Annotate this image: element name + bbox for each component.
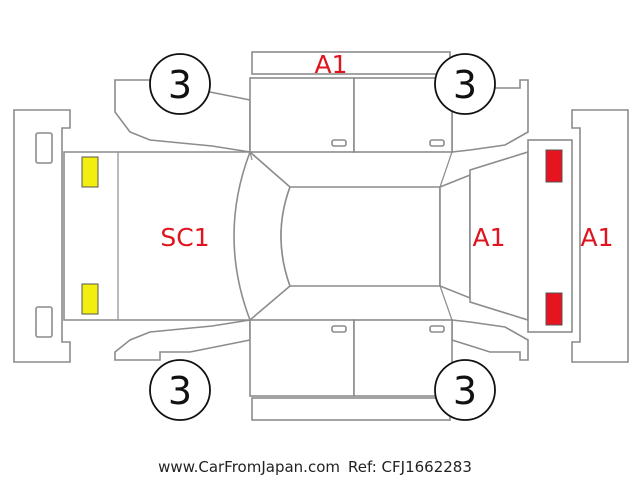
front-bumper xyxy=(13,109,71,363)
mark-roof-top: A1 xyxy=(314,50,347,79)
wheel-front-right-grade: 3 xyxy=(168,369,192,413)
wheel-front-right: 3 xyxy=(149,359,211,421)
footer-ref: Ref: CFJ1662283 xyxy=(348,458,472,476)
mark-hood: SC1 xyxy=(160,223,209,252)
rear-bumper xyxy=(571,109,629,363)
top-side-panels xyxy=(114,51,529,153)
taillamp-top xyxy=(545,149,563,183)
headlamp-bottom xyxy=(81,283,99,315)
wheel-front-left: 3 xyxy=(149,53,211,115)
footer-site: www.CarFromJapan.com xyxy=(158,458,340,476)
taillamps xyxy=(545,149,563,326)
taillamp-bottom xyxy=(545,292,563,326)
wheel-front-left-grade: 3 xyxy=(168,63,192,107)
wheel-rear-right-grade: 3 xyxy=(453,369,477,413)
mark-tailgate-glass: A1 xyxy=(472,223,505,252)
mark-rear-bumper: A1 xyxy=(580,223,613,252)
headlamp-top xyxy=(81,156,99,188)
wheel-rear-left: 3 xyxy=(434,53,496,115)
body-top-view xyxy=(63,139,573,333)
wheel-rear-right: 3 xyxy=(434,359,496,421)
headlamps xyxy=(81,156,99,315)
bottom-side-panels xyxy=(114,319,529,421)
wheel-rear-left-grade: 3 xyxy=(453,63,477,107)
